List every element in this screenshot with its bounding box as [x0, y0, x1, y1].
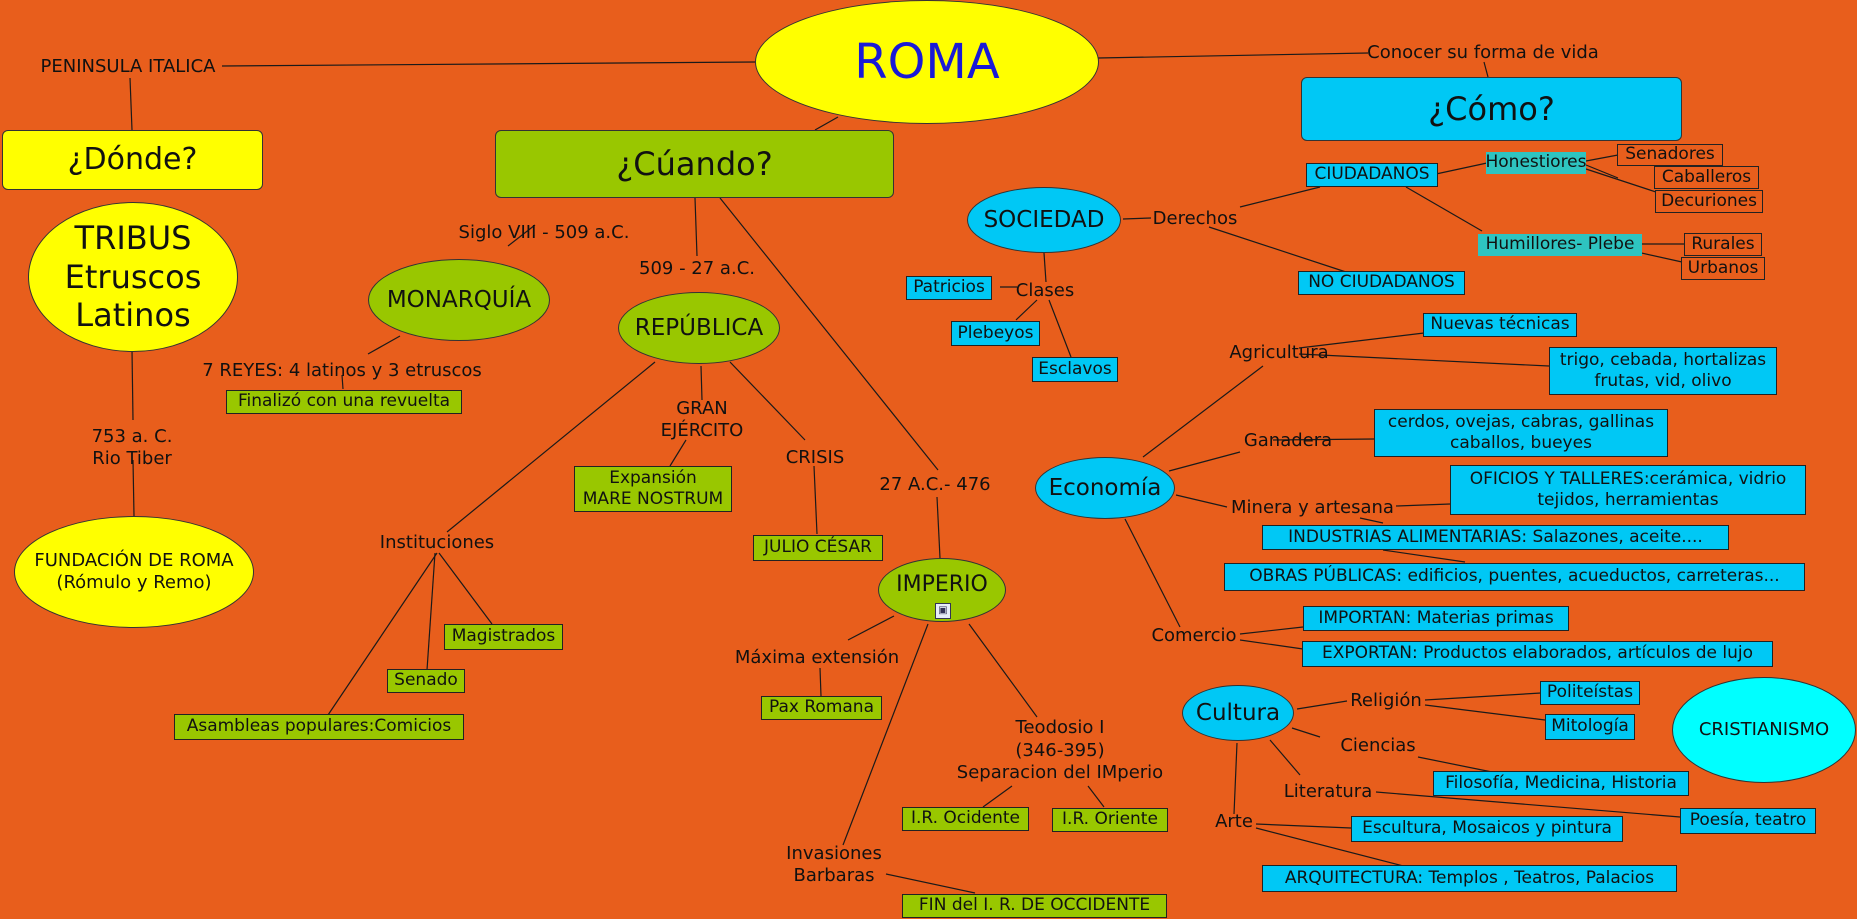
cristianismo-node: CRISTIANISMO	[1672, 677, 1856, 783]
revuelta-box: Finalizó con una revuelta	[226, 390, 462, 414]
esclavos-box: Esclavos	[1032, 357, 1118, 382]
republica-node: REPÚBLICA	[618, 292, 780, 364]
ciudadanos-box: CIUDADANOS	[1306, 163, 1438, 187]
asambleas-box: Asambleas populares:Comicios	[174, 714, 464, 740]
tribus-node: TRIBUS Etruscos Latinos	[28, 202, 238, 352]
imperio-node: IMPERIO ▣	[878, 558, 1006, 622]
honestiores-label: Honestiores	[1485, 152, 1587, 174]
cesar-box: JULIO CÉSAR	[753, 535, 883, 561]
politeistas-box: Politeístas	[1540, 681, 1640, 705]
exportan-box: EXPORTAN: Productos elaborados, artículo…	[1302, 641, 1773, 667]
fundacion-node: FUNDACIÓN DE ROMA (Rómulo y Remo)	[14, 516, 254, 628]
animales-box: cerdos, ovejas, cabras, gallinas caballo…	[1374, 409, 1668, 457]
comercio-label: Comercio	[1151, 624, 1237, 646]
date-place-label: 753 a. C. Rio Tiber	[91, 425, 173, 470]
oriente-box: I.R. Oriente	[1052, 808, 1168, 832]
derechos-label: Derechos	[1152, 207, 1238, 229]
sociedad-node: SOCIEDAD	[967, 187, 1121, 253]
conocer-label: Conocer su forma de vida	[1367, 41, 1599, 63]
escultura-box: Escultura, Mosaicos y pintura	[1351, 816, 1623, 842]
rurales-box: Rurales	[1684, 233, 1762, 256]
instituciones-label: Instituciones	[379, 531, 495, 553]
roma-node: ROMA	[755, 0, 1099, 124]
senado-box: Senado	[387, 669, 465, 693]
teodosio-label: Teodosio I (346-395) Separacion del IMpe…	[956, 717, 1164, 784]
no-ciudadanos-box: NO CIUDADANOS	[1298, 271, 1465, 295]
poesia-box: Poesía, teatro	[1680, 808, 1816, 834]
peninsula-label: PENINSULA ITALICA	[40, 55, 216, 77]
magistrados-box: Magistrados	[444, 624, 563, 650]
maxima-label: Máxima extensión	[734, 646, 900, 668]
decuriones-box: Decuriones	[1655, 190, 1763, 213]
roma-title: ROMA	[854, 34, 1000, 90]
urbanos-box: Urbanos	[1681, 257, 1765, 280]
literatura-label: Literatura	[1283, 780, 1373, 802]
filosofia-box: Filosofía, Medicina, Historia	[1433, 771, 1689, 796]
reyes-label: 7 REYES: 4 latinos y 3 etruscos	[202, 359, 482, 381]
clases-label: Clases	[1015, 279, 1075, 301]
senadores-box: Senadores	[1617, 144, 1723, 166]
patricios-box: Patricios	[906, 276, 992, 300]
industrias-box: INDUSTRIAS ALIMENTARIAS: Salazones, acei…	[1262, 525, 1729, 550]
monarquia-node: MONARQUÍA	[368, 259, 550, 341]
religion-label: Religión	[1350, 689, 1422, 711]
como-box: ¿Cómo?	[1301, 77, 1682, 141]
cultura-node: Cultura	[1182, 685, 1294, 741]
oficios-box: OFICIOS Y TALLERES:cerámica, vidrio teji…	[1450, 465, 1806, 515]
mitologia-box: Mitología	[1545, 714, 1635, 740]
arte-label: Arte	[1215, 810, 1253, 832]
arquitectura-box: ARQUITECTURA: Templos , Teatros, Palacio…	[1262, 865, 1677, 892]
plebeyos-box: Plebeyos	[951, 321, 1040, 346]
rep-dates-label: 509 - 27 a.C.	[639, 257, 755, 279]
ganadera-label: Ganadera	[1243, 429, 1333, 451]
obras-box: OBRAS PÚBLICAS: edificios, puentes, acue…	[1224, 563, 1805, 591]
ejercito-label: GRAN EJÉRCITO	[660, 397, 744, 442]
importan-box: IMPORTAN: Materias primas	[1303, 606, 1569, 631]
expansion-box: Expansión MARE NOSTRUM	[574, 466, 732, 512]
economia-node: Economía	[1035, 457, 1175, 519]
siglo-label: Siglo VIII - 509 a.C.	[458, 221, 630, 243]
imp-dates-label: 27 A.C.- 476	[879, 473, 991, 495]
minera-label: Minera y artesana	[1231, 496, 1394, 518]
fin-box: FIN del I. R. DE OCCIDENTE	[902, 894, 1167, 918]
cuando-box: ¿Cúando?	[495, 130, 894, 198]
occidente-box: I.R. Ocidente	[902, 807, 1029, 831]
agricultura-label: Agricultura	[1229, 341, 1329, 363]
cultivos-box: trigo, cebada, hortalizas frutas, vid, o…	[1549, 347, 1777, 395]
image-placeholder-icon: ▣	[935, 603, 951, 619]
ciencias-label: Ciencias	[1340, 734, 1416, 756]
humillores-label: Humillores- Plebe	[1478, 234, 1642, 256]
donde-box: ¿Dónde?	[2, 130, 263, 190]
caballeros-box: Caballeros	[1654, 166, 1759, 189]
invasiones-label: Invasiones Barbaras	[786, 842, 882, 887]
crisis-label: CRISIS	[785, 446, 845, 468]
nuevas-tecnicas-box: Nuevas técnicas	[1423, 313, 1577, 337]
pax-box: Pax Romana	[761, 696, 882, 720]
